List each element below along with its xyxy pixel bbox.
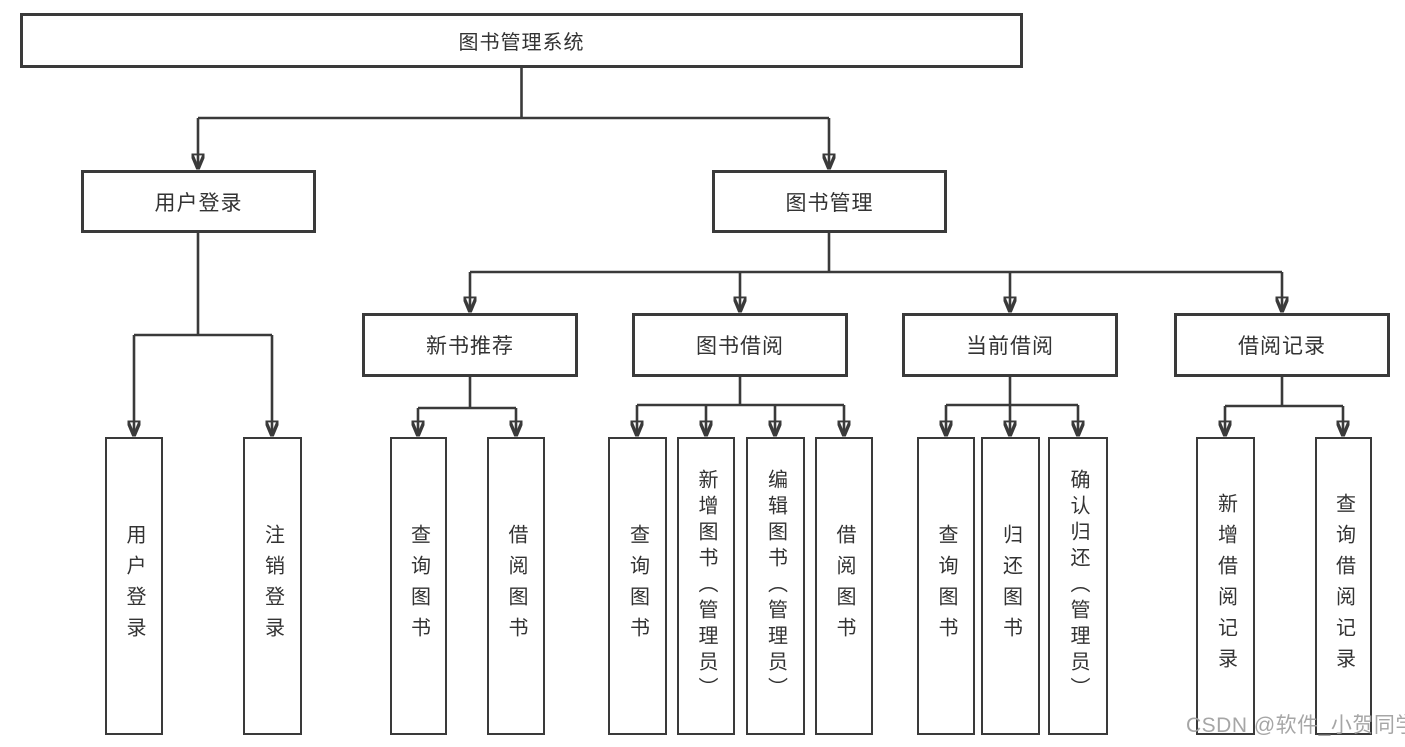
leaf-add-borrow-record: 新增借阅记录: [1196, 437, 1255, 735]
leaf-borrowing-borrow-books: 借阅图书: [815, 437, 873, 735]
node-book-management: 图书管理: [712, 170, 947, 233]
leaf-current-query-books: 查询图书: [917, 437, 975, 735]
leaf-label: 确认归还（管理员）: [1067, 469, 1089, 703]
leaf-label: 归还图书: [999, 524, 1022, 648]
node-new-book-recommend: 新书推荐: [362, 313, 578, 377]
leaf-edit-books-admin: 编辑图书（管理员）: [746, 437, 805, 735]
node-current-borrowing: 当前借阅: [902, 313, 1118, 377]
leaf-label: 查询图书: [626, 524, 649, 648]
leaf-label: 编辑图书（管理员）: [764, 469, 787, 703]
leaf-label: 借阅图书: [833, 524, 855, 648]
leaf-user-login: 用户登录: [105, 437, 163, 735]
leaf-return-books: 归还图书: [981, 437, 1040, 735]
leaf-query-borrow-record: 查询借阅记录: [1315, 437, 1372, 735]
leaf-label: 查询借阅记录: [1332, 493, 1355, 679]
node-user-login: 用户登录: [81, 170, 316, 233]
leaf-label: 注销登录: [261, 524, 284, 648]
node-borrow-records: 借阅记录: [1174, 313, 1390, 377]
leaf-recommend-borrow-books: 借阅图书: [487, 437, 545, 735]
leaf-label: 新增借阅记录: [1214, 493, 1237, 679]
leaf-label: 用户登录: [123, 524, 145, 648]
leaf-borrowing-query-books: 查询图书: [608, 437, 667, 735]
node-book-borrowing: 图书借阅: [632, 313, 848, 377]
leaf-label: 借阅图书: [505, 524, 527, 648]
leaf-recommend-query-books: 查询图书: [390, 437, 447, 735]
leaf-label: 查询图书: [935, 524, 957, 648]
leaf-add-books-admin: 新增图书（管理员）: [677, 437, 735, 735]
csdn-watermark: CSDN @软件_小贺同学: [1186, 714, 1405, 737]
leaf-label: 查询图书: [407, 524, 430, 648]
leaf-confirm-return-admin: 确认归还（管理员）: [1048, 437, 1108, 735]
leaf-logout: 注销登录: [243, 437, 302, 735]
node-library-management-system: 图书管理系统: [20, 13, 1023, 68]
leaf-label: 新增图书（管理员）: [695, 469, 717, 703]
